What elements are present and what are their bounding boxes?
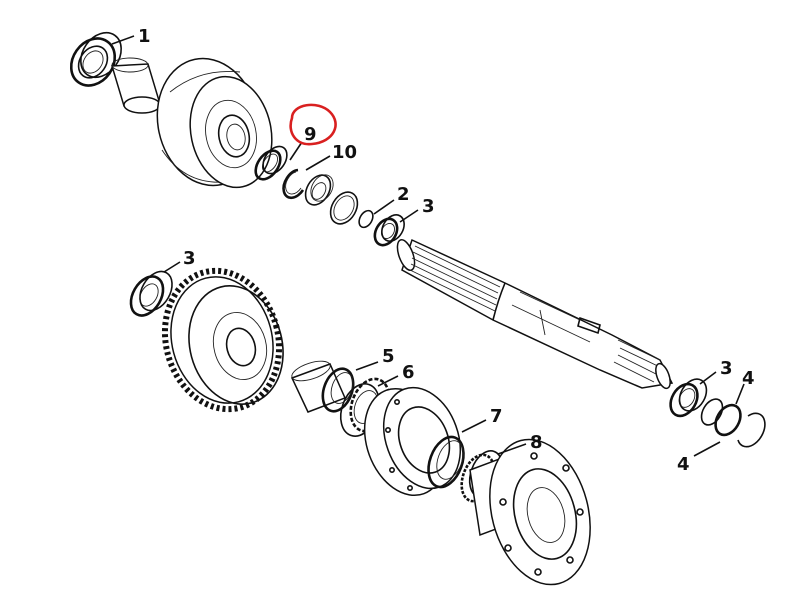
callout-5: 5: [382, 346, 395, 367]
part-bearing-3-left: [129, 270, 173, 317]
part-rings-4: [700, 398, 766, 448]
callout-9: 9: [304, 124, 317, 145]
highlight-circle: [289, 103, 337, 146]
part-housing: [363, 386, 461, 497]
part-sleeve: [111, 57, 161, 114]
part-output-flange: [469, 438, 591, 586]
callout-4-lower: 4: [677, 454, 690, 475]
callout-4-upper: 4: [742, 368, 755, 389]
callout-3-left: 3: [183, 248, 196, 269]
callout-2: 2: [397, 184, 410, 205]
callout-8: 8: [530, 432, 543, 453]
callout-10: 10: [332, 142, 357, 163]
callout-1: 1: [138, 26, 151, 47]
callout-6: 6: [402, 362, 415, 383]
callout-3-upper: 3: [422, 196, 435, 217]
part-o-ring-2: [358, 209, 374, 229]
part-bearing-9: [254, 145, 288, 181]
part-sleeve-lower: [290, 360, 347, 413]
part-snap-ring-10: [282, 168, 305, 200]
part-splined-shaft: [396, 238, 674, 390]
part-needle-bearing: [304, 174, 334, 206]
part-washer: [329, 191, 359, 225]
part-large-gear: [161, 267, 284, 413]
part-seal-7: [427, 435, 465, 489]
part-bearing-3-right: [669, 378, 708, 418]
part-bearing-3-upper: [373, 214, 405, 247]
callout-3-right: 3: [720, 358, 733, 379]
callout-7: 7: [490, 406, 503, 427]
part-drum-hub: [156, 57, 273, 189]
leader-lines: [111, 35, 745, 457]
